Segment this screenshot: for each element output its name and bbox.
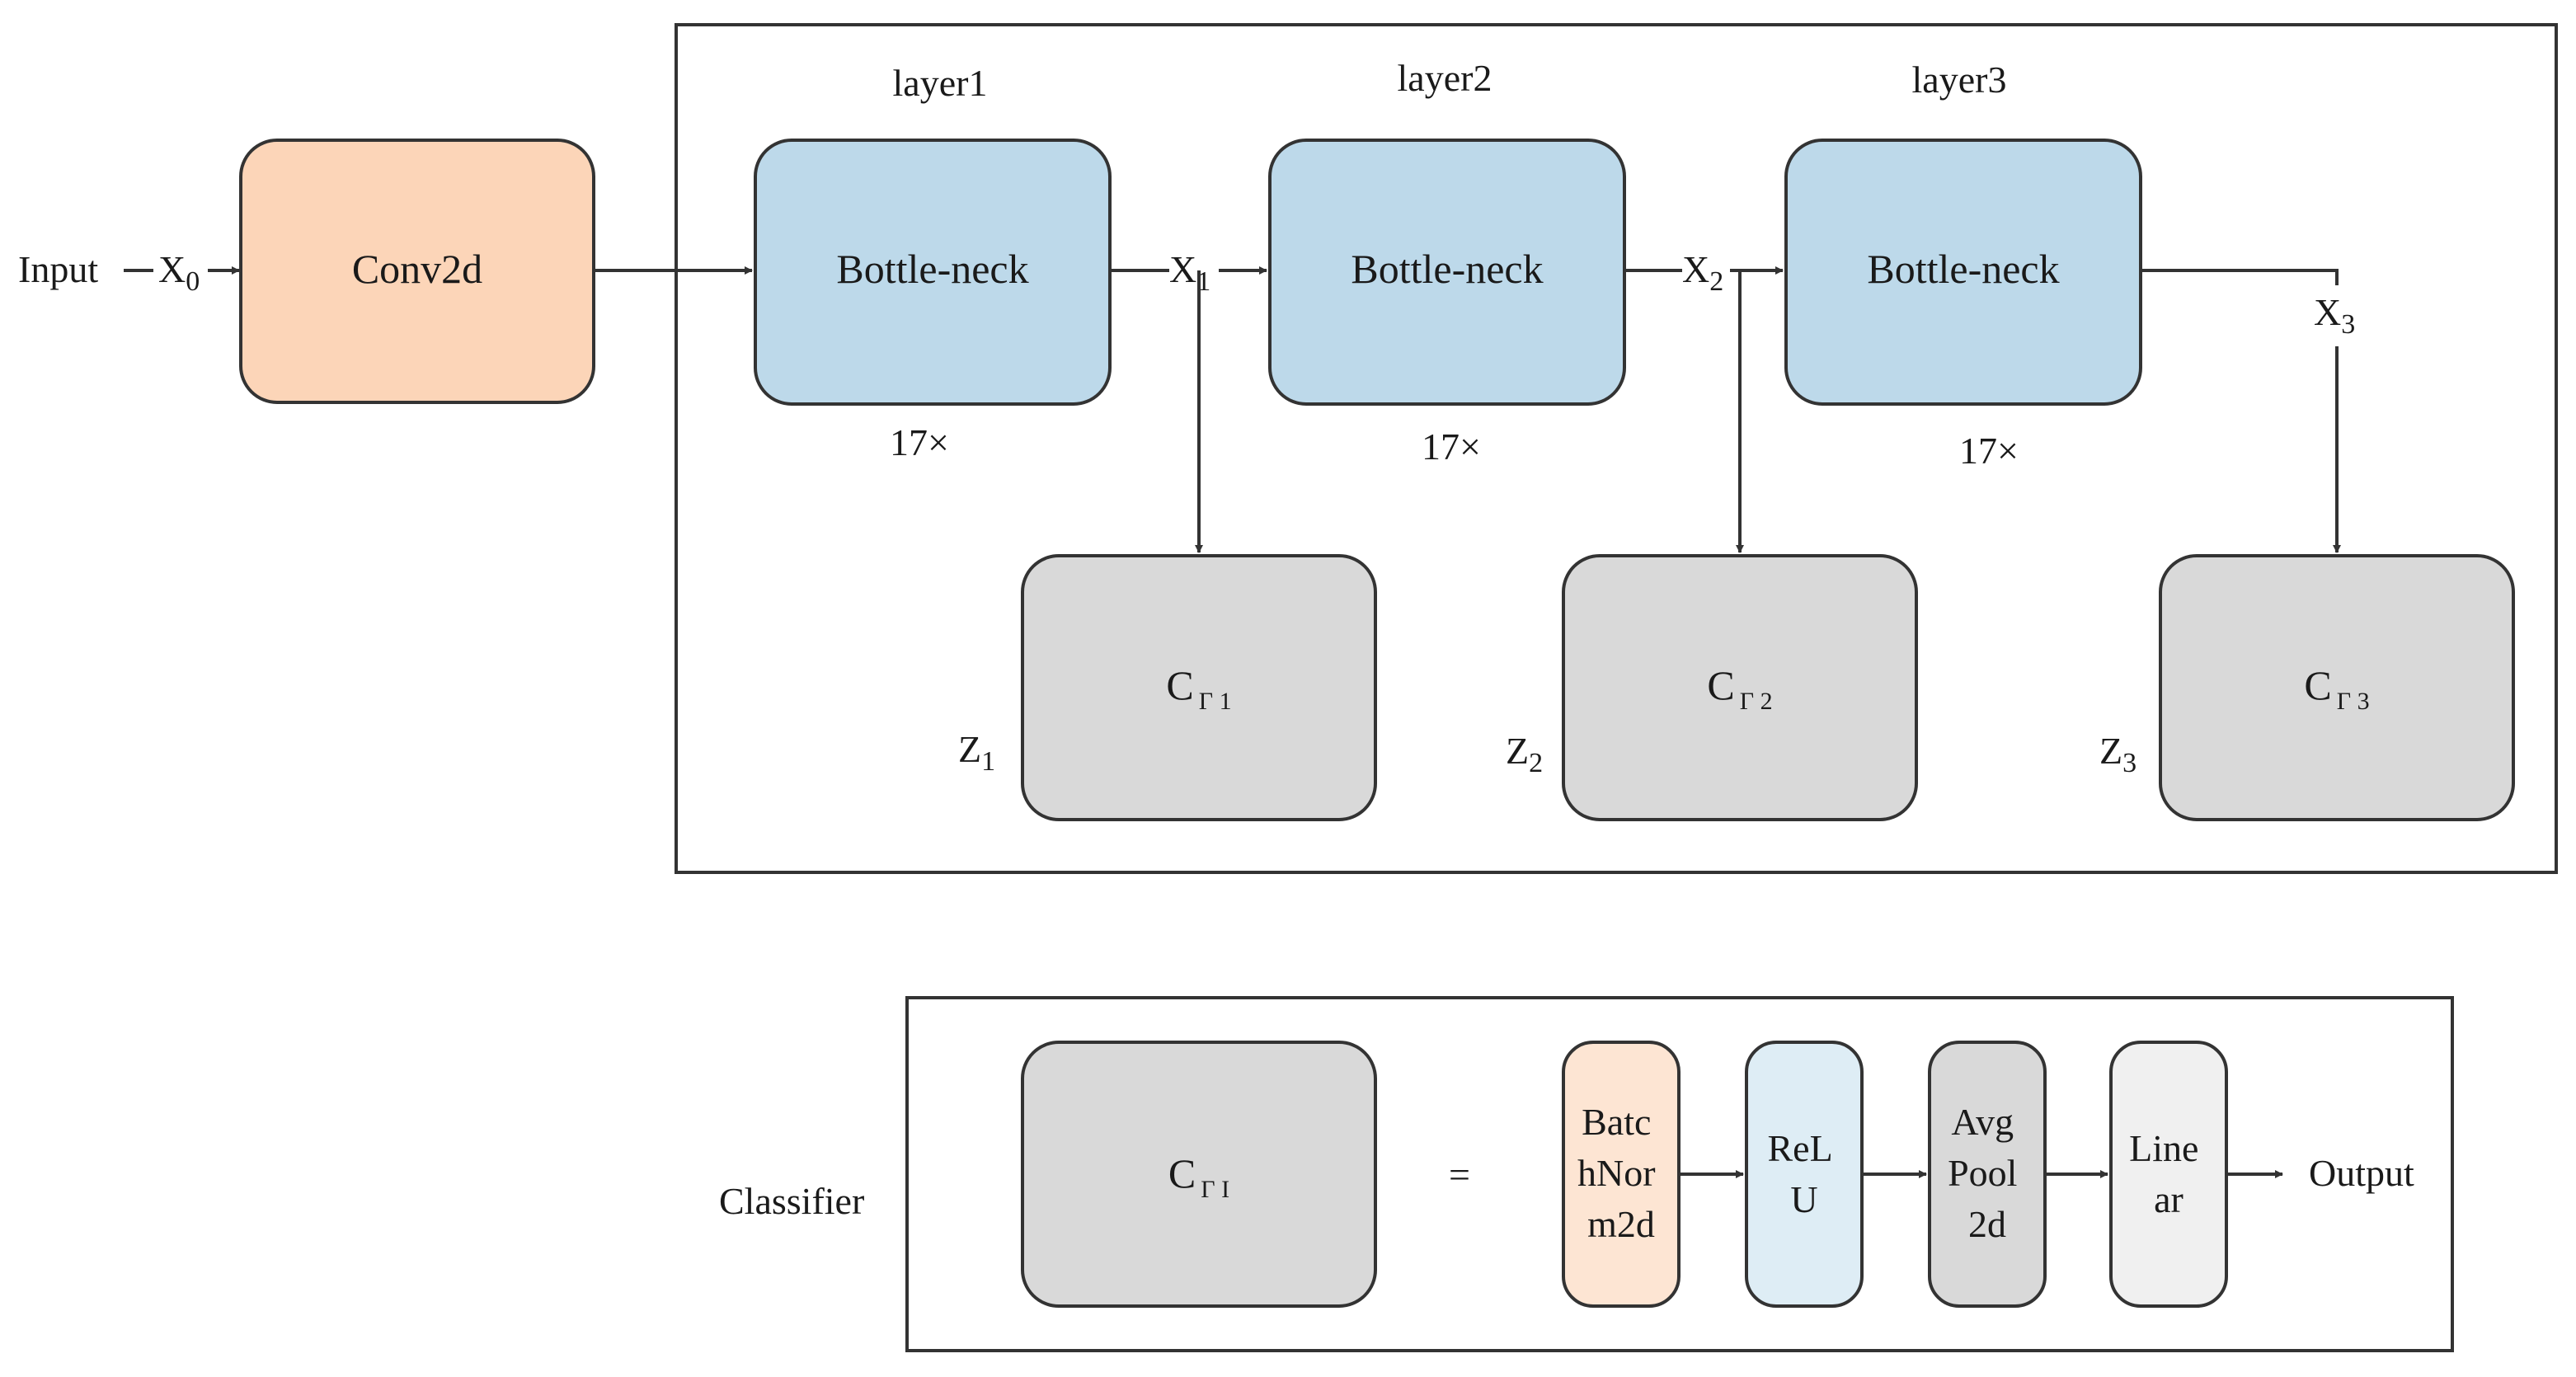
avgpool-box [1928,1041,2047,1308]
layer3-bottleneck-label: Bottle-neck [1867,246,2059,292]
layer1-bottleneck-box [754,139,1112,406]
layer3-bottleneck-box [1784,139,2142,406]
x1-label: X1 [1169,248,1210,297]
layer1-bottleneck-label: Bottle-neck [836,246,1028,292]
x0-label: X0 [158,248,200,297]
relu-box [1745,1041,1864,1308]
layer2-title: layer2 [1398,57,1492,99]
equals-sign: = [1449,1154,1470,1196]
x2-label: X2 [1682,248,1723,297]
classifier-generic-box [1021,1041,1377,1308]
linear-label: Line ar [2129,1127,2208,1220]
classifier1-box [1021,554,1377,821]
classifier3-box [2159,554,2515,821]
z3-label: Z3 [2099,730,2136,778]
layer2-bottleneck-box [1268,139,1626,406]
avgpool-label: Avg Pool 2d [1948,1101,2027,1245]
conv2d-block: Conv2d [239,139,595,404]
layer2-bottleneck-label: Bottle-neck [1351,246,1543,292]
conv2d-box [239,139,595,404]
z2-label: Z2 [1506,730,1543,778]
linear-box [2109,1041,2228,1308]
classifier2-box [1562,554,1918,821]
input-label: Input [18,248,98,290]
classifier-frame [905,996,2454,1352]
layer1-repeat: 17× [890,421,949,463]
x3-label: X3 [2314,291,2355,340]
layer3-repeat: 17× [1959,430,2019,472]
z1-label: Z1 [958,728,995,777]
output-label: Output [2309,1152,2414,1194]
layer3-out-wire [2142,269,2339,285]
classifier-title: Classifier [719,1180,864,1222]
layer1-title: layer1 [893,62,988,104]
relu-label: ReL U [1768,1127,1841,1220]
layers-frame [675,23,2558,874]
batchnorm-label: Batc hNor m2d [1577,1101,1665,1245]
layer2-repeat: 17× [1422,425,1481,468]
batchnorm-box [1562,1041,1681,1308]
layer3-title: layer3 [1912,59,2007,101]
conv2d-label: Conv2d [352,246,482,292]
